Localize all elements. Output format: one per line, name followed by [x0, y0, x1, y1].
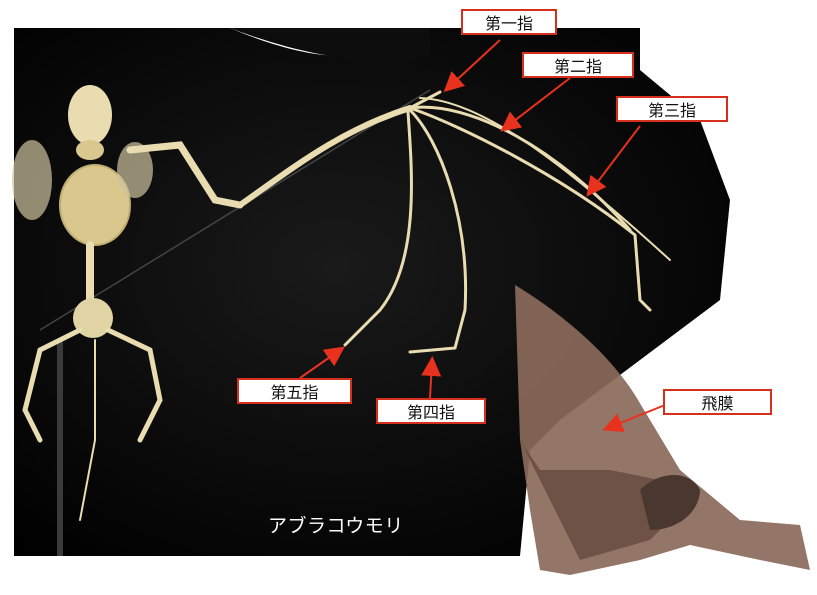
skeleton — [12, 85, 671, 521]
species-caption: アブラコウモリ — [268, 515, 404, 537]
arrow-wing-membrane — [602, 404, 666, 433]
arrow-first-finger — [443, 39, 501, 93]
annotation-arrows — [299, 39, 666, 433]
label-second-finger: 第二指 — [522, 52, 634, 78]
label-wing-membrane: 飛膜 — [663, 389, 772, 415]
arrow-fourth-finger — [421, 356, 442, 399]
label-third-finger: 第三指 — [616, 96, 728, 122]
flying-bat — [515, 285, 810, 575]
label-fifth-finger: 第五指 — [237, 378, 352, 404]
arrow-second-finger — [500, 77, 571, 132]
label-first-finger: 第一指 — [461, 9, 557, 35]
arrow-third-finger — [586, 125, 641, 197]
arrow-fifth-finger — [299, 346, 345, 379]
label-fourth-finger: 第四指 — [376, 398, 486, 424]
